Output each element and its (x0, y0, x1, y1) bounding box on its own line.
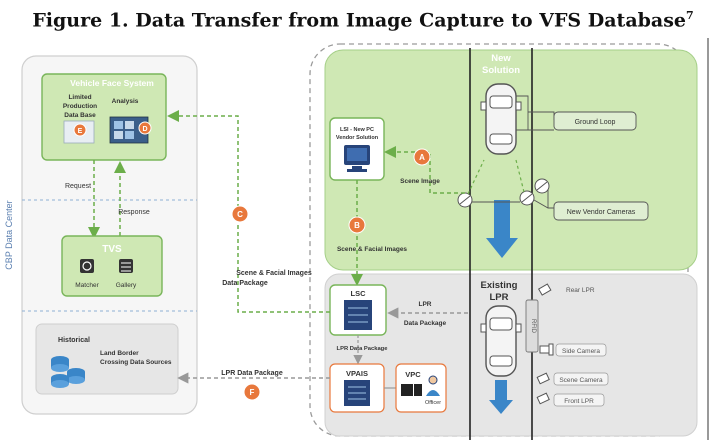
tvs-title: TVS (102, 244, 122, 255)
traffic-direction-arrow-top (486, 200, 518, 258)
historical-line2: Crossing Data Sources (100, 359, 172, 366)
historical-title: Historical (58, 337, 90, 344)
lpr-package-label-line2: Data Package (404, 320, 447, 327)
tvs-box (61, 235, 163, 297)
new-solution-title-line2: Solution (482, 65, 520, 76)
traffic-direction-arrow-bottom (489, 380, 513, 414)
badge-c-label: C (237, 210, 243, 219)
scene-facial-label: Scene & Facial Images (337, 246, 407, 253)
vfs-limited-line3: Data Base (64, 112, 96, 119)
rfid-reader: RFID (525, 299, 539, 353)
badge-c (231, 205, 249, 223)
lsi-pc-label-line2: Vendor Solution (336, 135, 379, 141)
lpr-package-label-line1: LPR (419, 301, 432, 308)
vendor-camera-icon-1 (457, 192, 473, 208)
existing-lpr-title-line2: LPR (490, 292, 509, 303)
rear-lpr-label: Rear LPR (566, 287, 595, 294)
historical-database-icon (51, 356, 85, 388)
camera-view-line-1 (467, 159, 485, 195)
new-solution-title-line1: New (491, 53, 511, 64)
scene-image-flow (384, 146, 465, 194)
computer-icon (344, 145, 370, 172)
scene-facial-package-line1: Scene & Facial Images (236, 270, 312, 277)
vpc-workstation-icon (401, 384, 422, 396)
ground-loop-label: Ground Loop (575, 119, 616, 126)
matcher-label: Matcher (75, 282, 99, 289)
request-label: Request (65, 183, 91, 190)
rear-lpr-camera-icon (537, 283, 552, 296)
badge-f (243, 383, 261, 401)
vpc-label: VPC (405, 370, 421, 379)
scene-facial-package-line2: Data Package (222, 280, 268, 287)
side-camera-box (555, 343, 607, 357)
figure-title-footnote: 7 (686, 9, 694, 22)
side-camera-icon (539, 343, 554, 356)
vehicle-existing-lpr (480, 305, 522, 377)
server-icon-vpais (344, 380, 370, 406)
vfs-limited-line1: Limited (68, 94, 91, 101)
badge-d-vfs (138, 121, 152, 135)
gallery-label: Gallery (116, 282, 137, 289)
lsi-pc-label-line1: LSI - New PC (340, 127, 374, 133)
vendor-cameras-box (553, 201, 649, 221)
server-icon-lsc (344, 300, 372, 330)
vpais-label: VPAIS (346, 369, 368, 378)
front-lpr-camera-icon (536, 392, 550, 405)
vfs-limited-line2: Production (63, 103, 97, 110)
scene-camera-box (553, 372, 609, 386)
vendor-camera-icon-2 (519, 190, 535, 206)
scene-camera-icon (536, 372, 550, 385)
rfid-label: RFID (530, 319, 536, 334)
lpr-to-historical-label: LPR Data Package (221, 370, 283, 377)
vendor-camera-connector (472, 190, 554, 209)
ground-loop-box (553, 111, 637, 131)
response-label: Response (118, 209, 150, 216)
figure-title-text: Figure 1. Data Transfer from Image Captu… (32, 9, 687, 32)
side-camera-label: Side Camera (562, 348, 600, 355)
officer-icon (426, 375, 440, 396)
scene-camera-label: Scene Camera (559, 377, 603, 384)
officer-label: Officer (425, 400, 441, 406)
lpr-package-small-label: LPR Data Package (337, 346, 389, 352)
cbp-data-center-label: CBP Data Center (4, 200, 14, 269)
badge-a (413, 148, 431, 166)
scene-image-label: Scene Image (400, 178, 440, 185)
badge-f-label: F (250, 388, 255, 397)
badge-b-label: B (354, 221, 360, 230)
vendor-cameras-label: New Vendor Cameras (567, 209, 636, 216)
badge-a-label: A (419, 153, 425, 162)
existing-lpr-title-line1: Existing (481, 280, 518, 291)
badge-e-label: E (78, 128, 83, 135)
data-transfer-diagram: CBP Data Center Vehicle Face System Limi… (4, 38, 709, 440)
lsc-label: LSC (351, 289, 367, 298)
historical-line1: Land Border (100, 350, 139, 357)
front-lpr-box (553, 393, 605, 407)
badge-e-vfs (73, 123, 87, 137)
badge-b (348, 216, 366, 234)
vfs-title: Vehicle Face System (70, 78, 154, 88)
vehicle-new-solution (480, 83, 522, 155)
vfs-analysis-label: Analysis (112, 98, 139, 105)
vendor-camera-icon-3 (534, 178, 550, 194)
figure-title: Figure 1. Data Transfer from Image Captu… (0, 0, 726, 36)
front-lpr-label: Front LPR (564, 398, 594, 405)
matcher-icon (80, 259, 94, 273)
badge-d-label: D (142, 126, 147, 133)
